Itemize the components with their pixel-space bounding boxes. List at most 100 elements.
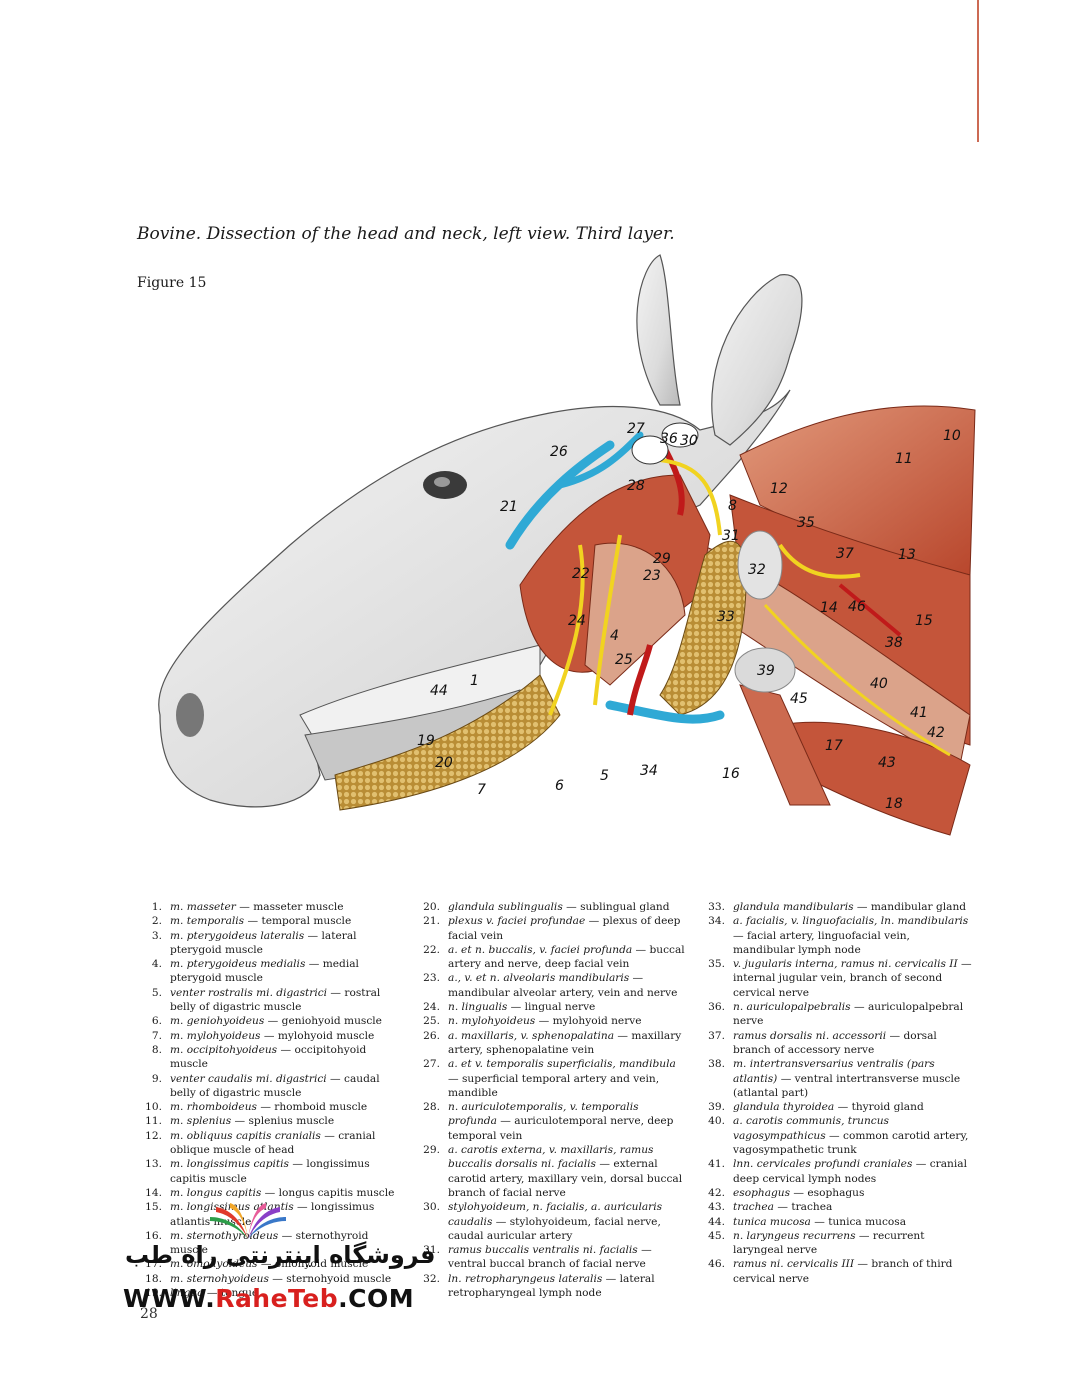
mandibular-gland <box>659 530 796 716</box>
watermark-url: WWW.RaheTeb.COM <box>123 1284 414 1313</box>
legend-item-description: rostral belly of digastric muscle <box>170 986 381 1014</box>
legend-item-description: dorsal branch of accessory nerve <box>733 1029 937 1056</box>
legend-item-latin-term: a. et n. buccalis, v. faciei profunda <box>448 943 633 956</box>
legend-item: 33.glandula mandibularis — mandibular gl… <box>703 900 973 914</box>
legend-item-latin-term: m. intertransversarius ventralis (pars a… <box>733 1058 935 1085</box>
legend-item: 10.m. rhomboideus — rhomboid muscle <box>140 1100 402 1114</box>
legend-item: 45.n. laryngeus recurrens — recurrent la… <box>703 1229 973 1258</box>
legend-list-2: 20.glandula sublingualis — sublingual gl… <box>418 900 688 1300</box>
fig-label-7: 7 <box>477 782 486 798</box>
legend-item: 25.n. mylohyoideus — mylohyoid nerve <box>418 1014 688 1028</box>
legend-item-description: tunica mucosa <box>828 1215 907 1228</box>
fig-label-27: 27 <box>627 421 645 437</box>
fig-label-41: 41 <box>910 705 928 721</box>
legend-item-number: 19. <box>145 1287 162 1300</box>
legend-item-number: 25. <box>423 1015 440 1028</box>
legend-item: 40.a. carotis communis, truncus vagosymp… <box>703 1114 973 1157</box>
legend-item-latin-term: n. auriculopalpebralis <box>733 1001 851 1014</box>
legend-item-number: 27. <box>423 1058 440 1071</box>
fig-label-35: 35 <box>797 515 815 531</box>
legend-item-description: tongue <box>220 1287 259 1300</box>
legend-item-description: superficial temporal artery and vein, ma… <box>448 1072 660 1099</box>
legend-item-number: 4. <box>151 958 162 971</box>
legend-item-latin-term: ramus buccalis ventralis ni. facialis <box>448 1244 638 1257</box>
legend-item-latin-term: m. rhomboideus <box>170 1101 257 1114</box>
fig-label-8: 8 <box>728 498 737 514</box>
legend-item-latin-term: trachea <box>733 1201 774 1214</box>
legend-item-number: 14. <box>145 1186 162 1199</box>
legend-item-latin-term: m. splenius <box>170 1115 232 1128</box>
legend-item: 6.m. geniohyoideus — geniohyoid muscle <box>140 1014 402 1028</box>
legend-item: 22.a. et n. buccalis, v. faciei profunda… <box>418 943 688 972</box>
legend-item-latin-term: stylohyoideum, n. facialis, a. auricular… <box>448 1201 663 1228</box>
vessels-and-nerves <box>505 422 951 757</box>
legend-item-description: maxillary artery, sphenopalatine vein <box>448 1029 682 1056</box>
figure-leader-numbers: 1 4 5 6 7 8 10 11 12 13 14 15 16 17 18 1… <box>417 421 961 812</box>
fig-label-38: 38 <box>885 635 903 651</box>
legend-item: 37.ramus dorsalis ni. accessorii — dorsa… <box>703 1029 973 1058</box>
legend-item-description: lingual nerve <box>524 1001 596 1014</box>
legend-item-description: plexus of deep facial vein <box>448 915 681 942</box>
legend-item-latin-term: m. omohyoideus <box>170 1258 258 1271</box>
legend-item: 14.m. longus capitis — longus capitis mu… <box>140 1186 402 1200</box>
fig-label-34: 34 <box>640 763 658 779</box>
legend-item: 26.a. maxillaris, v. sphenopalatina — ma… <box>418 1029 688 1058</box>
legend-item: 20.glandula sublingualis — sublingual gl… <box>418 900 688 914</box>
fig-label-36: 36 <box>660 431 678 447</box>
legend-item-number: 3. <box>151 929 162 942</box>
watermark-url-suffix: .COM <box>338 1284 415 1313</box>
fig-label-32: 32 <box>748 562 766 578</box>
legend-item-latin-term: a. et v. temporalis superficialis, mandi… <box>448 1058 676 1071</box>
fig-label-18: 18 <box>885 796 903 812</box>
legend-column-2: 20.glandula sublingualis — sublingual gl… <box>418 900 688 1300</box>
legend-item-number: 20. <box>423 901 440 913</box>
legend-item-latin-term: m. mylohyoideus <box>170 1029 261 1042</box>
legend-item-description: common carotid artery, vagosympathetic t… <box>733 1129 969 1157</box>
legend-item-number: 21. <box>423 915 440 928</box>
legend-item: 27. a. et v. temporalis superficialis, ma… <box>418 1057 688 1100</box>
fig-label-14: 14 <box>820 600 838 616</box>
legend-item-latin-term: a. carotis communis, truncus vagosympath… <box>733 1115 889 1142</box>
anatomical-illustration: 1 4 5 6 7 8 10 11 12 13 14 15 16 17 18 1… <box>158 254 976 836</box>
legend-item-description: temporal muscle <box>261 915 352 928</box>
legend-item: 32.ln. retropharyngeus lateralis — later… <box>418 1272 688 1301</box>
legend-item-number: 13. <box>145 1158 162 1171</box>
legend-item: 9.venter caudalis mi. digastrici — cauda… <box>140 1072 402 1101</box>
legend-item-number: 38. <box>708 1058 725 1071</box>
watermark-persian-text: فروشگاه اینترنتی راه طب <box>125 1241 436 1269</box>
legend-item-latin-term: m. obliquus capitis cranialis <box>170 1129 321 1142</box>
legend-item-latin-term: m. masseter <box>170 901 236 913</box>
legend-item-number: 11. <box>145 1115 162 1128</box>
legend-item-latin-term: a. carotis externa, v. maxillaris, ramus… <box>448 1144 654 1171</box>
legend-item-description: thyroid gland <box>851 1101 924 1114</box>
legend-item-description: trachea <box>791 1201 833 1214</box>
fig-label-22: 22 <box>572 566 590 582</box>
legend-item-number: 12. <box>145 1129 162 1142</box>
legend-item-latin-term: m. pterygoideus lateralis <box>170 929 305 942</box>
legend-item: 17.m. omohyoideus — omohyoid muscle <box>140 1257 402 1271</box>
legend-item-description: recurrent laryngeal nerve <box>733 1229 925 1257</box>
legend-item-latin-term: lingua <box>170 1287 204 1300</box>
legend-item-description: occipitohyoid muscle <box>170 1043 367 1071</box>
legend-item: 43.trachea — trachea <box>703 1200 973 1214</box>
legend-item-number: 39. <box>708 1101 725 1114</box>
mouth-and-tongue <box>299 644 561 811</box>
legend-item: 28.n. auriculotemporalis, v. temporalis … <box>418 1100 688 1143</box>
legend-item-description: lateral pterygoid muscle <box>170 929 357 956</box>
legend-item: 12.m. obliquus capitis cranialis — crani… <box>140 1129 402 1158</box>
legend-item-description: lateral retropharyngeal lymph node <box>448 1272 655 1300</box>
legend-item-number: 42. <box>708 1186 725 1199</box>
legend-item: 39.glandula thyroidea — thyroid gland <box>703 1100 973 1114</box>
legend-list-3: 33.glandula mandibularis — mandibular gl… <box>703 900 973 1286</box>
fig-label-21: 21 <box>500 499 518 515</box>
legend-item-latin-term: a., v. et n. alveolaris mandibularis <box>448 972 630 985</box>
legend-item-latin-term: m. temporalis <box>170 915 245 928</box>
legend-item: 13.m. longissimus capitis — longissimus … <box>140 1157 402 1186</box>
fig-label-6: 6 <box>555 778 564 794</box>
legend-item-number: 16. <box>145 1229 162 1242</box>
legend-item-latin-term: m. longus capitis <box>170 1186 262 1199</box>
fig-label-25: 25 <box>615 652 633 668</box>
figure-number: Figure 15 <box>137 275 207 291</box>
legend-item: 19.lingua — tongue <box>140 1286 402 1300</box>
legend-item-description: mandibular gland <box>870 901 967 913</box>
